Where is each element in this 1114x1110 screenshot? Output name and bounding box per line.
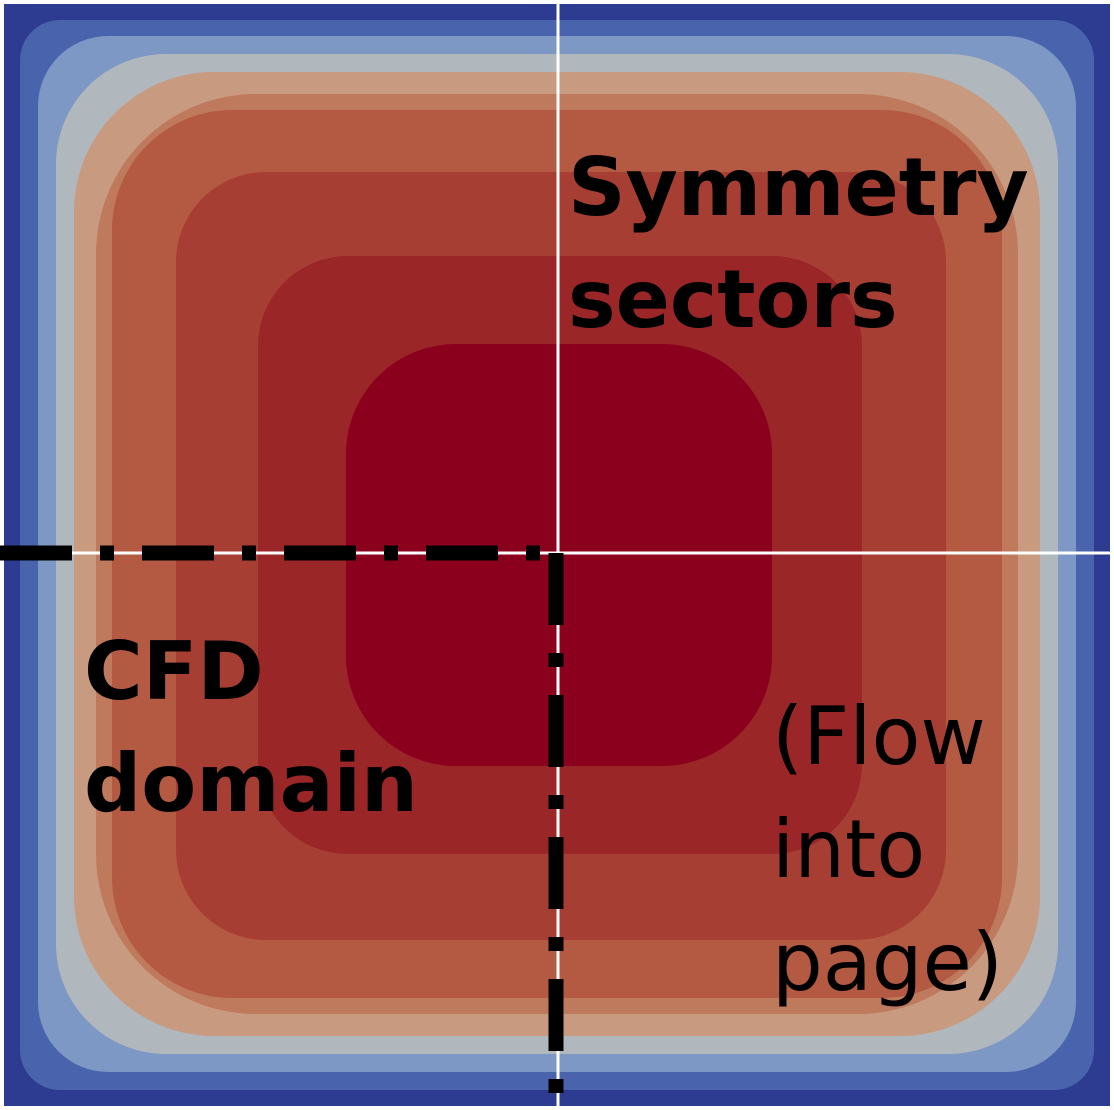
cfd-label-line-1: CFD — [84, 625, 264, 718]
symmetry-label-line-2: sectors — [568, 253, 898, 346]
cfd-domain-label: CFD domain — [84, 616, 418, 840]
flow-label-line-3: page) — [772, 916, 1004, 1009]
flow-label-line-1: (Flow — [772, 690, 986, 783]
symmetry-sectors-label: Symmetry sectors — [568, 132, 1029, 356]
flow-direction-label: (Flow into page) — [772, 680, 1003, 1019]
velocity-contours — [4, 4, 1110, 1106]
symmetry-label-line-1: Symmetry — [568, 141, 1029, 234]
flow-label-line-2: into — [772, 803, 926, 896]
cfd-label-line-2: domain — [84, 737, 418, 830]
